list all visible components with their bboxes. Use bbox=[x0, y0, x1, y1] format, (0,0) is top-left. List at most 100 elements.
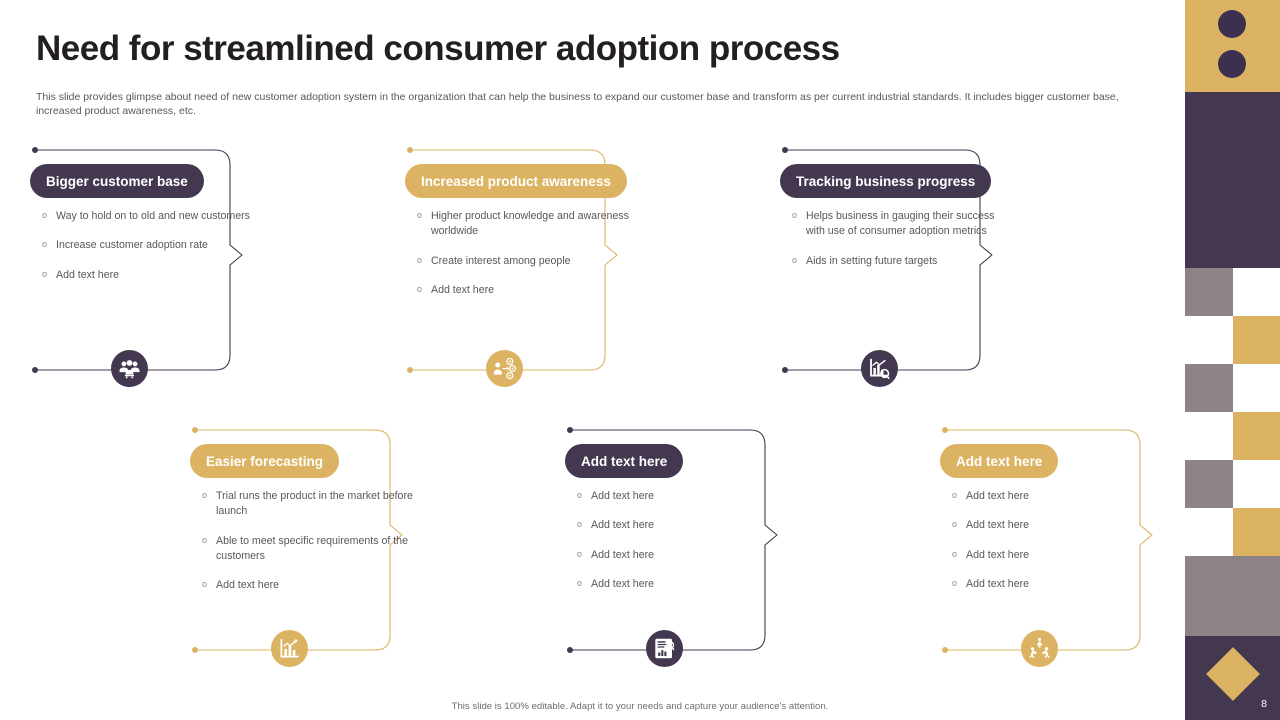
deco-dot-upper-icon bbox=[1218, 10, 1246, 38]
card-title: Add text here bbox=[956, 453, 1043, 469]
card-tracking-business-progress[interactable]: Tracking business progress o Helps busines… bbox=[780, 145, 1030, 387]
card-title: Tracking business progress bbox=[796, 173, 976, 189]
bullet-item: o Add text here bbox=[577, 548, 792, 563]
deco-gray-square-3 bbox=[1185, 460, 1233, 508]
bullet-text: Trial runs the product in the market bef… bbox=[216, 490, 413, 518]
forecast-chart-icon bbox=[271, 630, 308, 667]
card-header-bigger-customer-base[interactable]: Bigger customer base bbox=[30, 164, 204, 198]
bullet-marker-icon: o bbox=[42, 268, 48, 279]
bullet-text: Add text here bbox=[56, 268, 120, 281]
deco-purple-panel bbox=[1185, 92, 1280, 268]
bullet-item: o Add text here bbox=[202, 578, 417, 593]
page-number: 8 bbox=[1261, 698, 1267, 710]
card-frame bbox=[940, 425, 1190, 655]
card-frame bbox=[30, 145, 280, 375]
bullet-text: Add text here bbox=[216, 579, 280, 592]
decorative-sidebar bbox=[1185, 0, 1280, 720]
footer-note: This slide is 100% editable. Adapt it to… bbox=[451, 701, 829, 712]
card-frame-outline bbox=[782, 147, 993, 373]
card-header-increased-product-awareness[interactable]: Increased product awareness bbox=[405, 164, 627, 198]
card-frame bbox=[780, 145, 1030, 375]
bullet-item: o Add text here bbox=[952, 518, 1167, 533]
card-title: Easier forecasting bbox=[206, 453, 324, 469]
bullet-marker-icon: o bbox=[577, 548, 583, 559]
bullet-text: Add text here bbox=[591, 490, 655, 502]
card-bullet-list: o Helps business in gauging their success… bbox=[792, 209, 1007, 283]
report-analytics-icon bbox=[646, 630, 683, 667]
bullet-marker-icon: o bbox=[577, 519, 583, 530]
card-header-add-text-here-1[interactable]: Add text here bbox=[565, 444, 684, 478]
card-frame bbox=[405, 145, 655, 375]
bullet-marker-icon: o bbox=[792, 254, 798, 265]
bullet-item: o Higher product knowledge and awareness … bbox=[417, 209, 632, 240]
bullet-text: Add text here bbox=[966, 490, 1030, 502]
bullet-text: Helps business in gauging their success … bbox=[806, 210, 995, 238]
deco-gray-square-2 bbox=[1185, 364, 1233, 412]
card-frame bbox=[565, 425, 815, 655]
card-title: Increased product awareness bbox=[421, 173, 611, 189]
deco-gold-square-2 bbox=[1233, 412, 1280, 460]
bullet-item: o Add text here bbox=[952, 577, 1167, 592]
card-bullet-list: o Trial runs the product in the market be… bbox=[202, 489, 417, 608]
runners-icon bbox=[1021, 630, 1058, 667]
bullet-item: o Aids in setting future targets bbox=[792, 254, 1007, 269]
bullet-marker-icon: o bbox=[417, 254, 423, 265]
card-frame-outline bbox=[192, 427, 403, 653]
bullet-marker-icon: o bbox=[577, 490, 583, 500]
bullet-marker-icon: o bbox=[202, 579, 208, 590]
bullet-text: Add text here bbox=[591, 548, 655, 561]
card-header-tracking-business-progress[interactable]: Tracking business progress bbox=[780, 164, 992, 198]
network-users-icon bbox=[486, 350, 523, 387]
card-bullet-list: o Way to hold on to old and new customers… bbox=[42, 209, 257, 297]
bullet-item: o Way to hold on to old and new customers bbox=[42, 209, 257, 224]
card-title: Bigger customer base bbox=[46, 173, 188, 189]
bullet-marker-icon: o bbox=[202, 534, 208, 545]
bullet-marker-icon: o bbox=[42, 210, 48, 220]
bullet-text: Aids in setting future targets bbox=[806, 254, 938, 267]
card-frame-outline bbox=[32, 147, 243, 373]
card-title: Add text here bbox=[581, 453, 668, 469]
card-increased-product-awareness[interactable]: Increased product awareness o Higher produ… bbox=[405, 145, 655, 387]
bullet-marker-icon: o bbox=[952, 548, 958, 559]
bullet-item: o Able to meet specific requirements of t… bbox=[202, 534, 417, 565]
card-frame-outline bbox=[567, 427, 778, 653]
bullet-marker-icon: o bbox=[952, 578, 958, 589]
bullet-item: o Trial runs the product in the market be… bbox=[202, 489, 417, 520]
card-header-add-text-here-2[interactable]: Add text here bbox=[940, 444, 1059, 478]
bullet-text: Add text here bbox=[966, 548, 1030, 561]
bullet-text: Add text here bbox=[591, 578, 655, 591]
bullet-text: Way to hold on to old and new customers bbox=[56, 210, 250, 222]
page-title: Need for streamlined consumer adoption p… bbox=[36, 29, 840, 68]
bullet-text: Able to meet specific requirements of th… bbox=[216, 534, 408, 563]
bullet-marker-icon: o bbox=[202, 490, 208, 500]
bullet-text: Higher product knowledge and awareness w… bbox=[431, 210, 629, 238]
bullet-marker-icon: o bbox=[42, 239, 48, 250]
bullet-text: Add text here bbox=[591, 519, 655, 532]
card-bigger-customer-base[interactable]: Bigger customer base o Way to hold on to o… bbox=[30, 145, 280, 387]
card-header-easier-forecasting[interactable]: Easier forecasting bbox=[190, 444, 340, 478]
bullet-text: Increase customer adoption rate bbox=[56, 239, 208, 252]
bullet-item: o Add text here bbox=[952, 489, 1167, 504]
page-subtitle: This slide provides glimpse about need o… bbox=[36, 91, 1119, 118]
bullet-marker-icon: o bbox=[952, 490, 958, 500]
bar-chart-search-icon bbox=[861, 350, 898, 387]
bullet-item: o Add text here bbox=[42, 268, 257, 283]
deco-gray-square-1 bbox=[1185, 268, 1233, 316]
bullet-marker-icon: o bbox=[952, 519, 958, 530]
card-frame-outline bbox=[942, 427, 1153, 653]
card-bullet-list: o Higher product knowledge and awareness … bbox=[417, 209, 632, 312]
bullet-text: Add text here bbox=[966, 578, 1030, 591]
bullet-marker-icon: o bbox=[417, 210, 423, 220]
bullet-item: o Increase customer adoption rate bbox=[42, 238, 257, 253]
card-easier-forecasting[interactable]: Easier forecasting o Trial runs the produc… bbox=[190, 425, 440, 667]
bullet-text: Add text here bbox=[966, 519, 1030, 532]
